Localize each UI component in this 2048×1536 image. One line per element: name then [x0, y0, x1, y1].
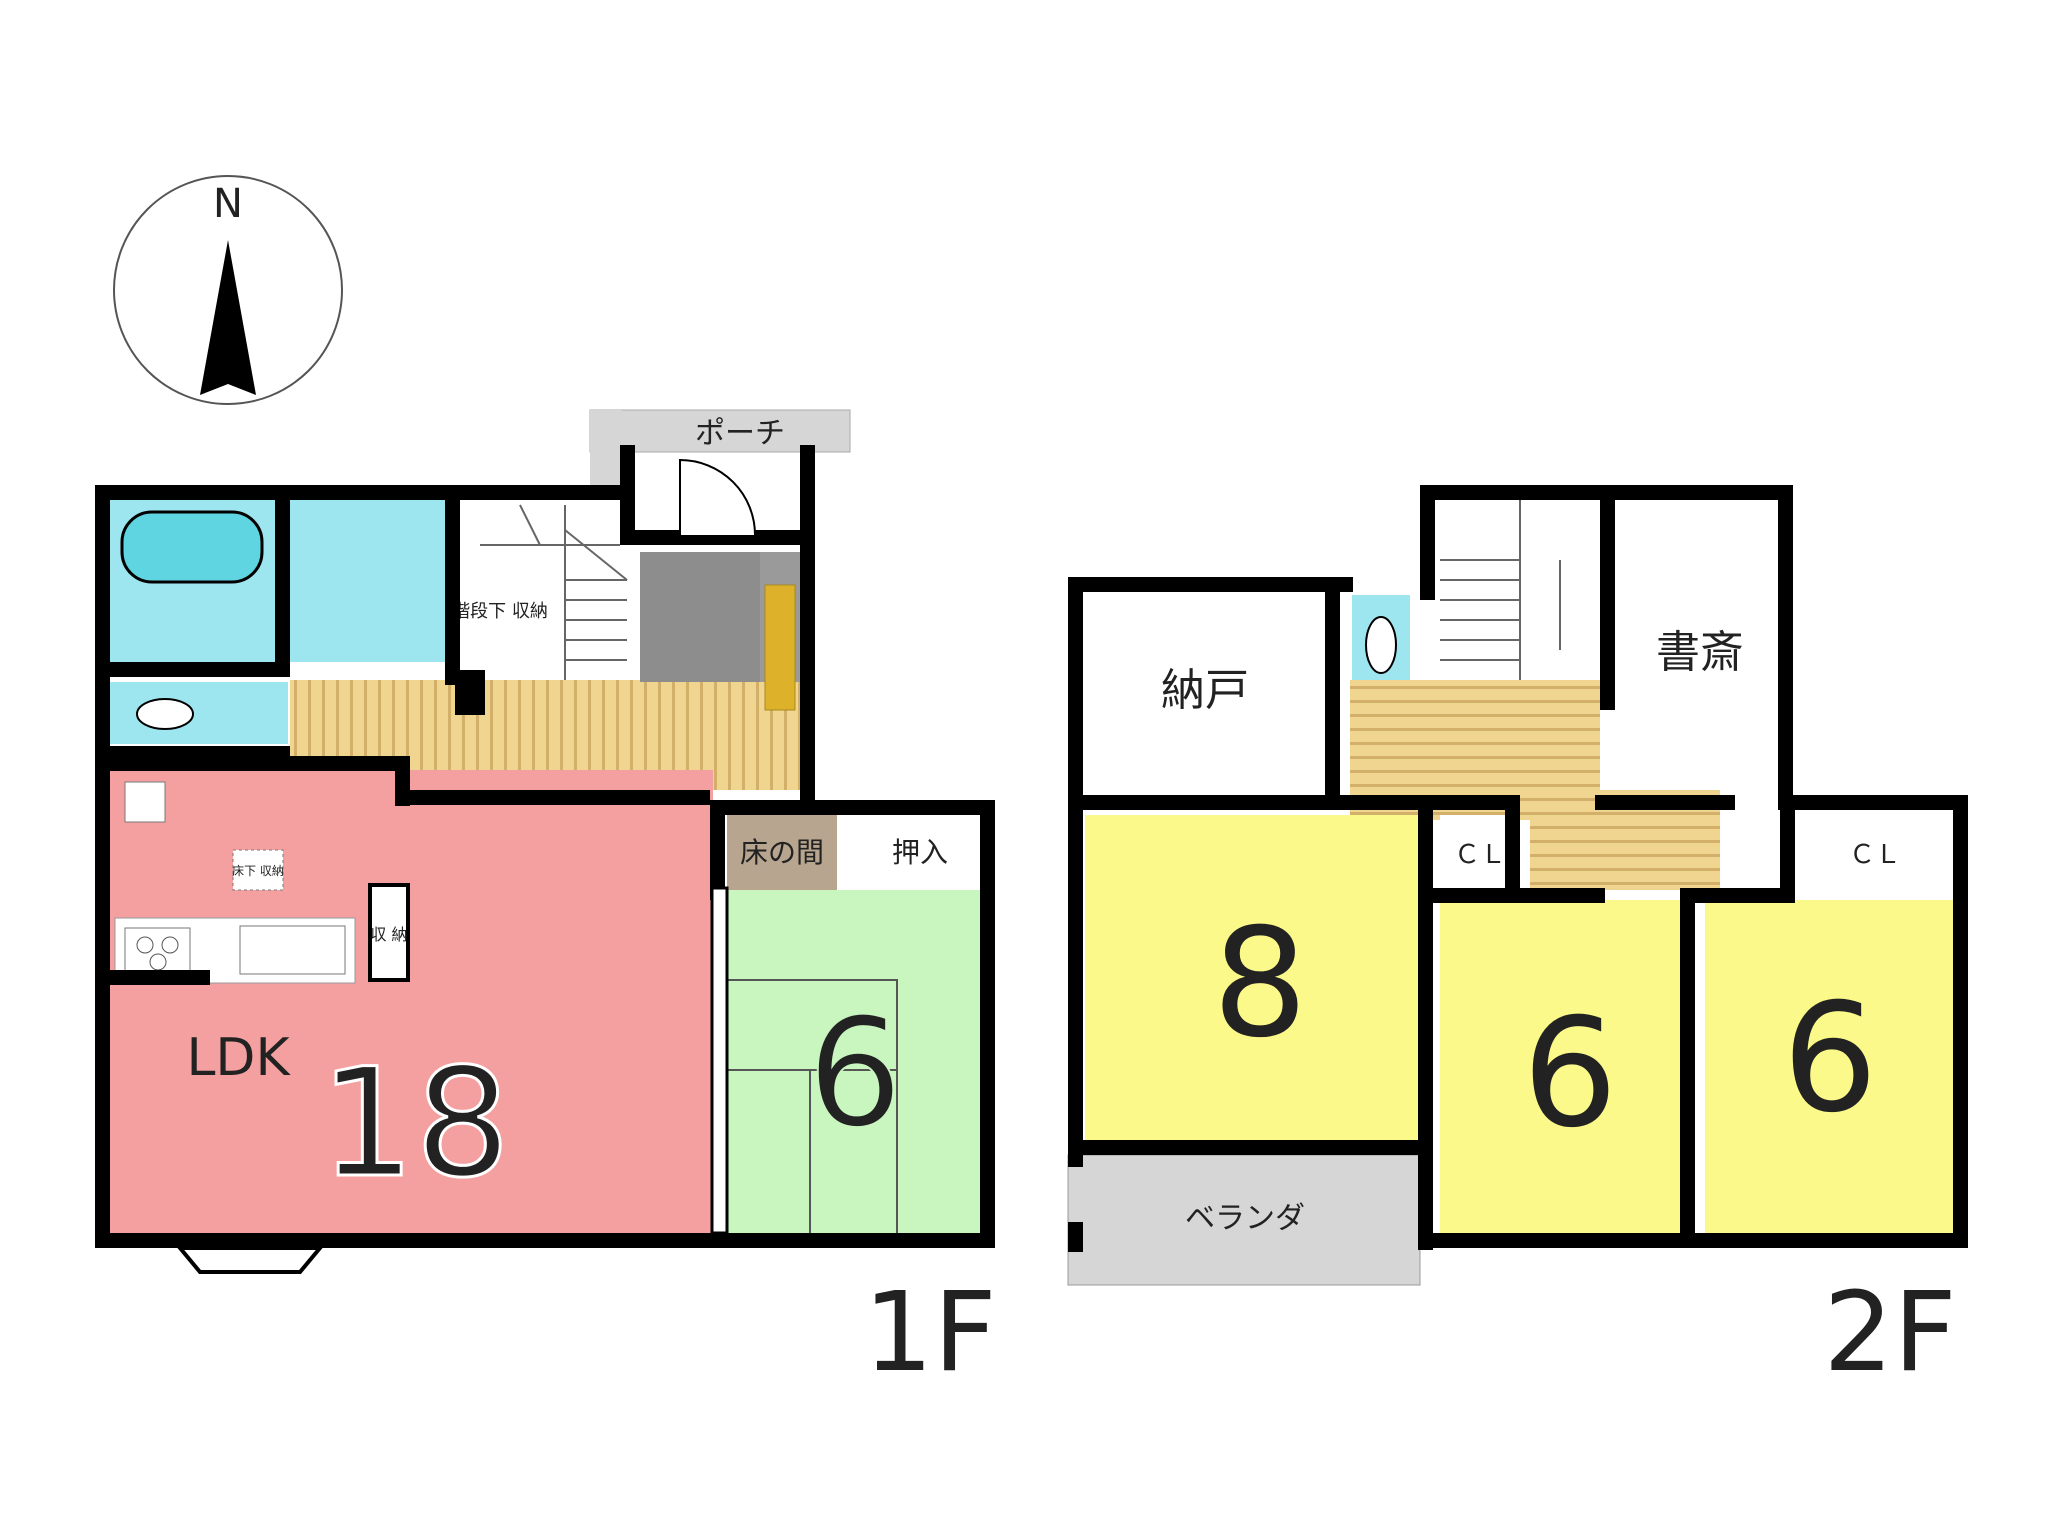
compass: N: [113, 175, 343, 405]
oshiire: [860, 815, 980, 890]
toilet-1f: [108, 682, 288, 744]
bathtub: [120, 510, 264, 584]
bedroom-a: [1085, 815, 1420, 1150]
floor-1: ポーチ 階段下 収納 床下 収納 収 納 LDK 18 床の間: [95, 409, 997, 1396]
stair-1f: [462, 500, 627, 680]
study: [1620, 500, 1785, 795]
bedroom-c: [1705, 900, 1955, 1235]
underfloor-storage: [232, 849, 284, 891]
tokonoma: [727, 815, 837, 890]
stove: [124, 927, 191, 973]
bedroom-b-size: 6: [1522, 987, 1617, 1161]
storeroom-label: 納戸: [1161, 665, 1249, 716]
bedroom-c-size: 6: [1782, 972, 1877, 1146]
stair-storage-label: 階段下 収納: [452, 601, 548, 622]
entrance-door: [679, 458, 756, 536]
washitsu-size: 6: [807, 987, 902, 1161]
porch-label: ポーチ: [695, 416, 785, 451]
tokonoma-label: 床の間: [740, 836, 824, 869]
study-label: 書斎: [1656, 627, 1744, 678]
ldk-room: [108, 770, 713, 1235]
veranda: [1067, 1154, 1421, 1286]
floor1-label: 1F: [863, 1268, 996, 1396]
underfloor-storage-label: 床下 収納: [232, 864, 284, 878]
sink: [239, 925, 346, 975]
veranda-label: ベランダ: [1185, 1201, 1305, 1236]
north-arrow-icon: [200, 240, 256, 395]
kitchen-storage: [368, 883, 410, 982]
closet-b: [1795, 815, 1955, 900]
floor-2: 納戸 書斎 8 ＣＬ 6 ＣＬ 6 ベランダ: [1067, 485, 1968, 1396]
toilet-bowl: [136, 698, 194, 730]
fridge: [124, 781, 166, 823]
closet-a-label: ＣＬ: [1454, 840, 1506, 870]
oshiire-label: 押入: [892, 836, 948, 869]
shoe-storage: [764, 584, 796, 711]
washroom: [290, 500, 445, 662]
washitsu-room: [727, 890, 980, 1235]
ldk-label: LDK: [186, 1028, 291, 1088]
storeroom: [1085, 595, 1325, 795]
entrance-floor: [640, 552, 760, 682]
compass-north-label: N: [213, 181, 243, 227]
bedroom-a-size: 8: [1212, 897, 1307, 1071]
kitchen-storage-label: 収 納: [370, 925, 407, 944]
ldk-size: 18: [320, 1037, 511, 1211]
bay-window: [175, 1246, 325, 1274]
floor2-label: 2F: [1823, 1268, 1956, 1396]
bedroom-b: [1440, 900, 1685, 1235]
closet-b-label: ＣＬ: [1849, 840, 1901, 870]
